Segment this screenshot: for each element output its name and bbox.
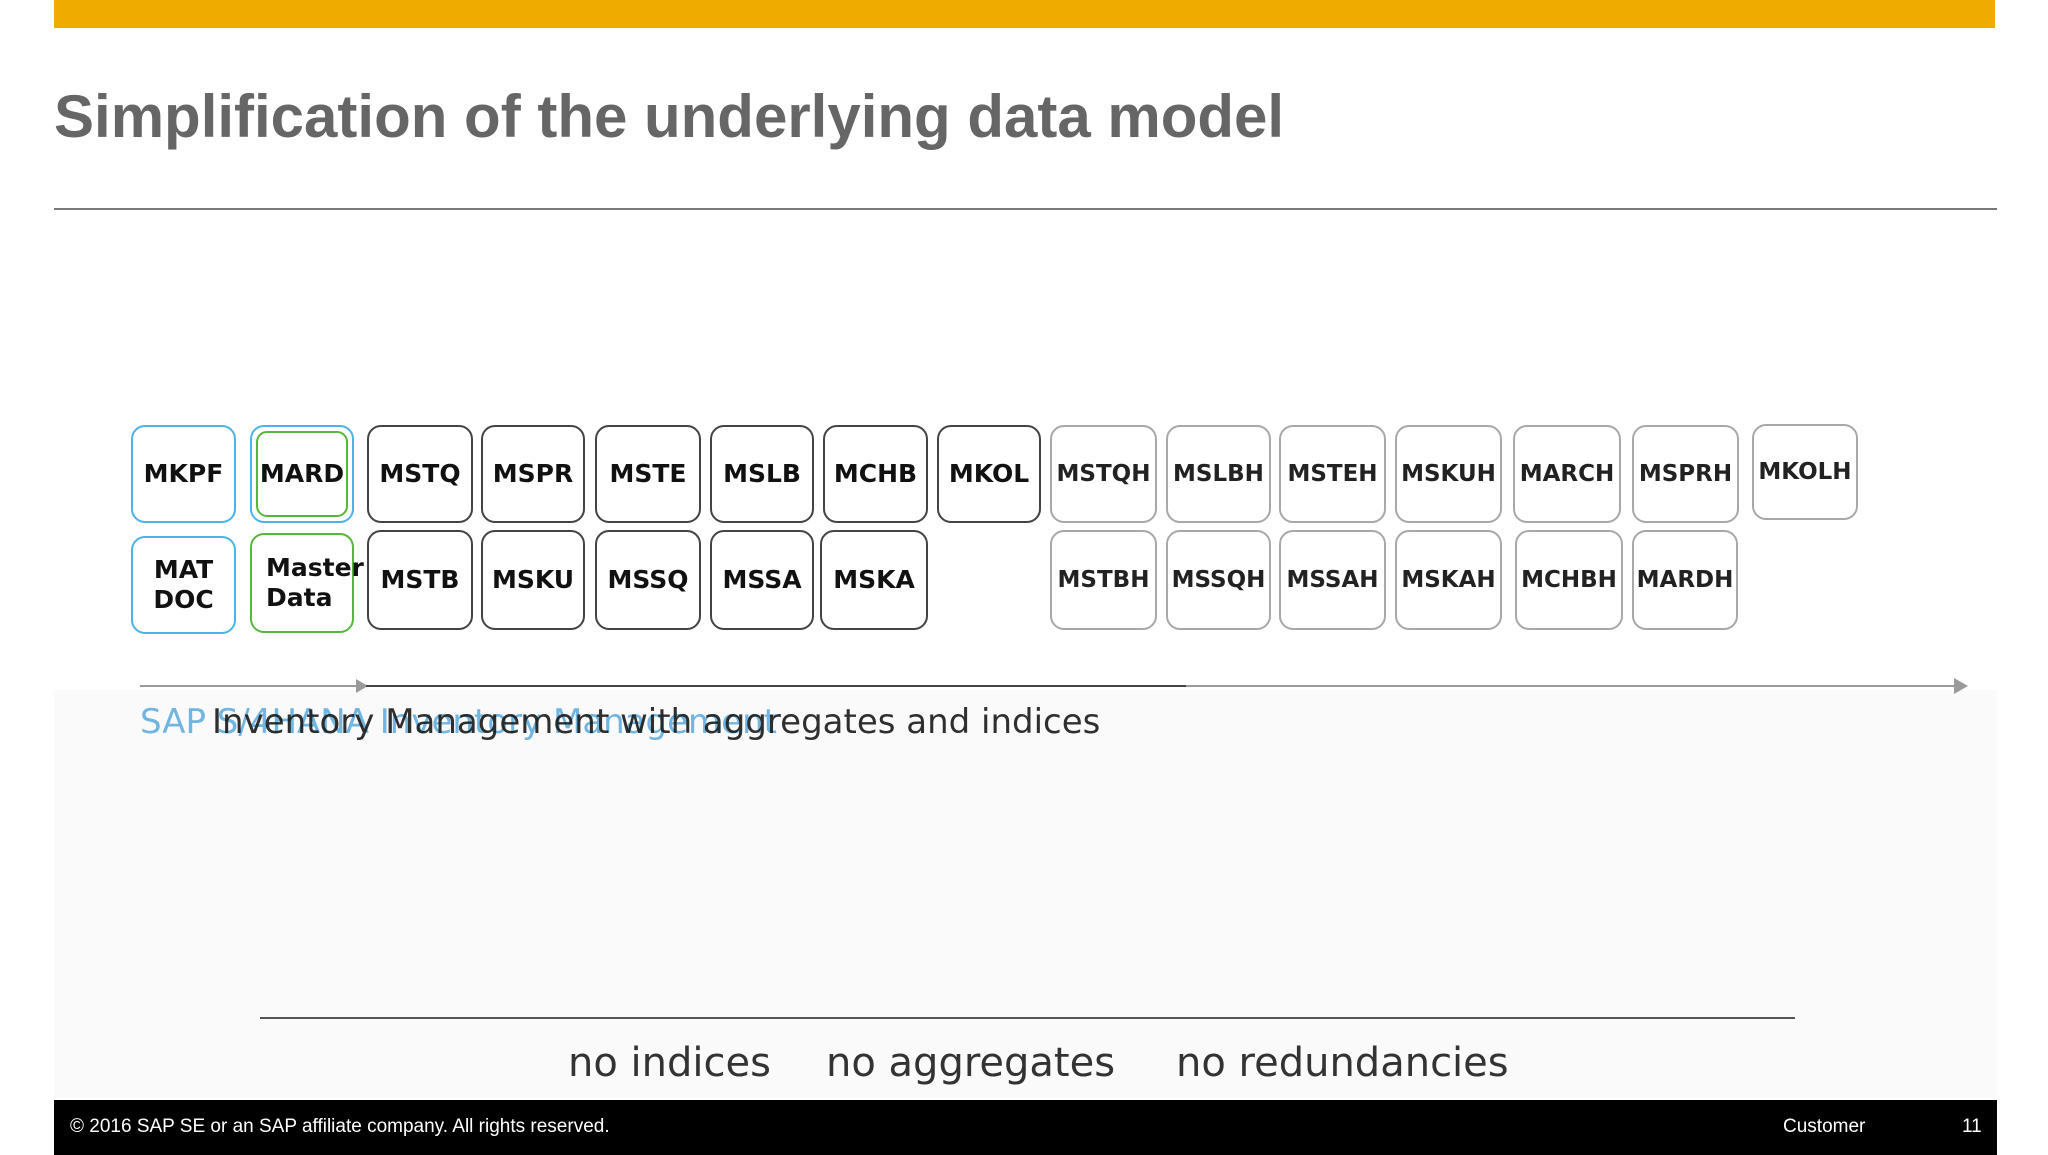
table-label: MARD [259,459,345,488]
table-box-mslbh: MSLBH [1166,425,1271,523]
table-box-mstqh: MSTQH [1050,425,1157,523]
content-background [54,690,1997,1098]
table-label: MSSQH [1171,567,1266,593]
table-label-line1: MAT [153,555,214,584]
table-box-mchbh: MCHBH [1515,530,1623,630]
table-box-march: MARCH [1513,425,1621,523]
table-label: MCHBH [1521,567,1617,593]
table-label: MARCH [1519,461,1615,487]
table-box-mard-inner: MARD [256,431,348,517]
table-label-line2: DOC [153,585,214,614]
table-box-mssa: MSSA [710,530,814,630]
table-label: MKOLH [1758,459,1852,485]
table-label: MSLB [723,459,801,488]
table-box-mssq: MSSQ [595,530,701,630]
table-label-line2: Data [266,583,333,612]
table-box-mstbh: MSTBH [1050,530,1157,630]
label-inventory-aggregates: Inventory Management with aggregates and… [212,702,1101,742]
table-label: MSTQ [379,459,461,488]
long-arrow-line-dark [366,685,1186,687]
no-redundancies-text: no redundancies [1176,1040,1509,1086]
label-s4hana-inventory: SAP S/4HANA Inventory Management [140,702,777,742]
long-arrow-line [1186,685,1956,687]
table-box-mssah: MSSAH [1279,530,1386,630]
no-indices-text: no indices [568,1040,771,1086]
table-box-mkpf: MKPF [131,425,236,523]
table-box-mskuh: MSKUH [1395,425,1502,523]
table-label: MSSA [722,565,802,594]
footer-page-number: 11 [1962,1116,1982,1137]
table-label: MSKAH [1401,567,1496,593]
table-box-mchb: MCHB [823,425,928,523]
long-arrow-head [1954,678,1968,694]
table-box-mssqh: MSSQH [1166,530,1271,630]
table-label: MSKUH [1401,461,1496,487]
slide-title: Simplification of the underlying data mo… [54,83,1285,150]
table-label: MSKU [491,565,575,594]
table-box-mslb: MSLB [710,425,814,523]
table-label: MSPRH [1638,461,1733,487]
table-box-mardh: MARDH [1632,530,1738,630]
table-label: MSTBH [1057,567,1150,593]
bottom-divider [260,1017,1795,1019]
table-label: MCHB [833,459,918,488]
table-label: MSKA [833,565,915,594]
no-aggregates-text: no aggregates [826,1040,1116,1086]
table-label: MSSAH [1286,567,1379,593]
table-label: MSTQH [1056,461,1151,487]
table-box-msku: MSKU [481,530,585,630]
table-box-mard: MARD [250,425,354,523]
table-box-msteh: MSTEH [1279,425,1386,523]
footer-classification: Customer [1783,1116,1866,1137]
table-box-mstq: MSTQ [367,425,473,523]
table-box-mska: MSKA [820,530,928,630]
table-label: MSTB [380,565,460,594]
table-box-msprh: MSPRH [1632,425,1739,523]
table-label: MARDH [1636,567,1734,593]
table-box-matdoc: MAT DOC [131,536,236,634]
table-label: MSSQ [607,565,689,594]
table-box-mste: MSTE [595,425,701,523]
footer-bar: © 2016 SAP SE or an SAP affiliate compan… [54,1100,1997,1155]
table-box-mkol: MKOL [937,425,1041,523]
short-arrow-head [356,679,368,693]
table-box-mkolh: MKOLH [1752,424,1858,520]
table-box-mspr: MSPR [481,425,585,523]
table-label: MSPR [492,459,574,488]
table-label: MKOL [948,459,1030,488]
table-label: MKPF [143,459,224,488]
table-box-mstb: MSTB [367,530,473,630]
accent-bar [54,0,1995,28]
footer-copyright: © 2016 SAP SE or an SAP affiliate compan… [70,1116,610,1137]
short-arrow-line [140,685,360,687]
table-label-line1: Master [266,553,364,582]
table-label: MSTEH [1287,461,1378,487]
table-label: MSLBH [1173,461,1264,487]
title-divider [54,208,1997,210]
table-box-master-data: Master Data [250,533,364,633]
table-label: MSTE [609,459,687,488]
table-box-mskah: MSKAH [1395,530,1502,630]
